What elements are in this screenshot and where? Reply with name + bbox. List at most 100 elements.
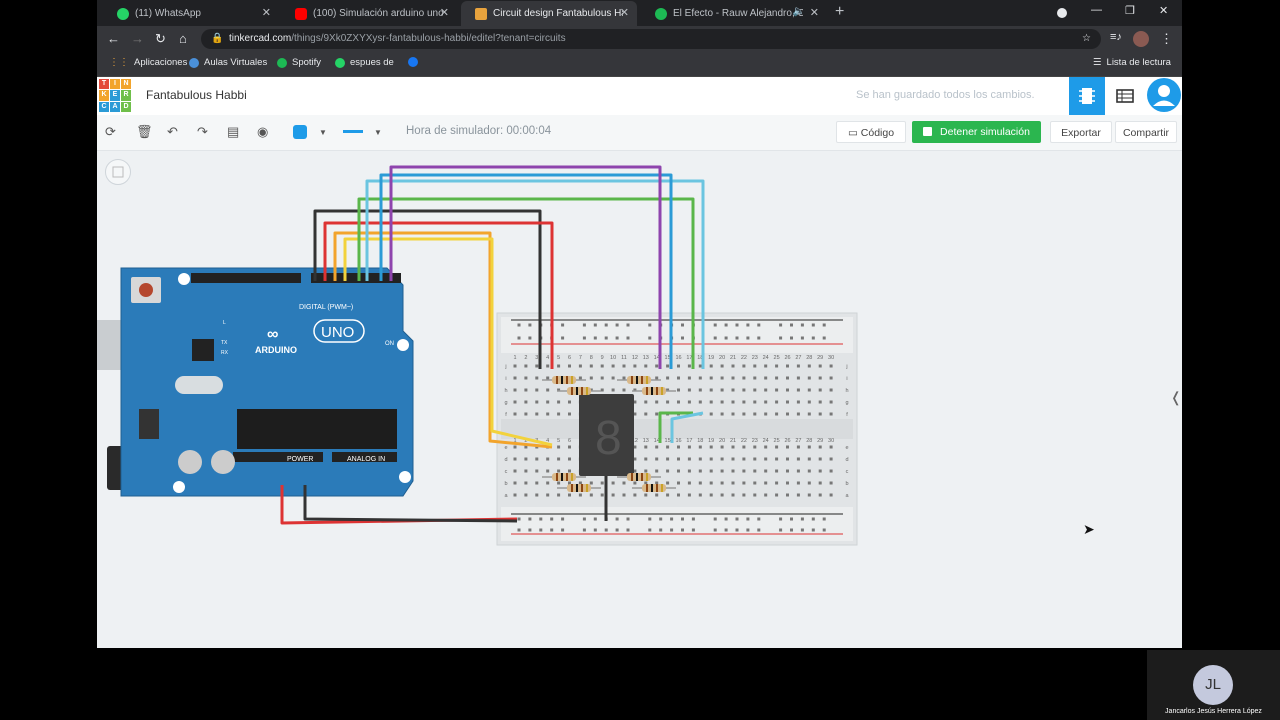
minimize-icon[interactable]: — — [1091, 4, 1102, 16]
resistor[interactable] — [542, 473, 586, 481]
resistor[interactable] — [617, 473, 661, 481]
resistor[interactable] — [542, 376, 586, 384]
tinkercad-icon — [475, 7, 487, 20]
new-tab-button[interactable]: + — [835, 3, 845, 20]
bookmark-aulas[interactable]: Aulas Virtuales — [189, 57, 267, 68]
wire-style-picker[interactable] — [343, 130, 363, 133]
spotify-icon — [277, 57, 287, 68]
row-label: d — [845, 457, 848, 463]
undo-icon[interactable]: ↶ — [167, 124, 178, 139]
restore-icon[interactable]: ❐ — [1125, 5, 1135, 17]
forward-icon[interactable]: → — [131, 31, 144, 46]
component-list-button[interactable] — [1107, 77, 1143, 115]
led-tx-label: TX — [221, 340, 228, 346]
tab-whatsapp[interactable]: (11) WhatsApp ✕ — [103, 1, 279, 26]
home-icon[interactable]: ⌂ — [179, 31, 187, 46]
project-name[interactable]: Fantabulous Habbi — [146, 88, 247, 102]
column-label: 26 — [784, 438, 790, 444]
profile-avatar[interactable] — [1133, 31, 1149, 47]
chevron-down-icon[interactable]: ▼ — [319, 128, 327, 137]
reading-list-icon: ☰ — [1093, 57, 1102, 68]
reload-icon[interactable]: ↻ — [155, 31, 166, 46]
user-icon — [1147, 78, 1181, 112]
row-label: c — [846, 469, 849, 475]
close-icon[interactable]: ✕ — [809, 7, 819, 19]
column-label: 27 — [795, 355, 801, 361]
eye-icon[interactable]: ◉ — [257, 124, 269, 139]
tab-youtube[interactable]: (100) Simulación arduino uno co ✕ — [281, 1, 457, 26]
circuit-canvas[interactable]: ❬ 11223344556677889910101111121213131414… — [97, 151, 1182, 648]
fit-view-icon — [112, 166, 124, 178]
bookmark-facebook[interactable] — [408, 57, 423, 67]
circuit-view-button[interactable] — [1069, 77, 1105, 115]
seven-segment-display[interactable]: 8 — [579, 394, 634, 476]
export-button[interactable]: Exportar — [1050, 121, 1112, 143]
resistor[interactable] — [617, 376, 661, 384]
user-avatar[interactable] — [1146, 77, 1182, 115]
row-label: b — [504, 481, 507, 487]
whatsapp-icon — [335, 57, 345, 68]
tab-tinkercad[interactable]: Circuit design Fantabulous Habb ✕ — [461, 1, 637, 26]
star-icon[interactable]: ☆ — [1082, 33, 1091, 44]
bookmark-spotify[interactable]: Spotify — [277, 57, 321, 68]
redo-icon[interactable]: ↷ — [197, 124, 208, 139]
column-label: 12 — [632, 438, 638, 444]
close-icon[interactable]: ✕ — [261, 7, 271, 19]
lock-icon[interactable]: 🔒 — [211, 33, 224, 44]
share-button[interactable]: Compartir — [1115, 121, 1177, 143]
stop-simulation-button[interactable]: Detener simulación — [912, 121, 1041, 143]
code-button[interactable]: ▭ Código — [836, 121, 906, 143]
window-close-icon[interactable]: ✕ — [1159, 5, 1169, 17]
collapse-panel-icon[interactable]: ❬ — [1170, 389, 1182, 405]
address-bar-row: ← → ↻ ⌂ 🔒 tinkercad.com/things/9Xk0ZXYXy… — [97, 26, 1182, 52]
bookmark-apps[interactable]: ⋮⋮ Aplicaciones — [109, 57, 188, 68]
note-icon[interactable]: ▤ — [227, 124, 240, 139]
whatsapp-icon — [117, 7, 129, 20]
bookmark-espues[interactable]: espues de — [335, 57, 394, 68]
breadboard-holes — [513, 323, 833, 532]
resistor[interactable] — [632, 387, 676, 395]
delete-icon[interactable]: 🗑 — [136, 124, 153, 139]
color-picker[interactable] — [293, 125, 307, 139]
resistor[interactable] — [632, 484, 676, 492]
zoom-to-fit-button[interactable] — [105, 159, 131, 185]
spotify-icon — [655, 7, 667, 20]
resistor[interactable] — [557, 387, 601, 395]
media-control-icon[interactable]: ≡♪ — [1110, 31, 1122, 43]
resistors[interactable] — [542, 376, 676, 492]
column-label: 24 — [763, 438, 769, 444]
column-label: 29 — [817, 355, 823, 361]
tinkercad-header: T I N K E R C A D Fantabulous Habbi Se h… — [97, 77, 1182, 116]
row-label: e — [504, 445, 507, 451]
reading-list[interactable]: ☰ Lista de lectura — [1093, 57, 1171, 68]
arduino-uno-board[interactable]: ∞ ARDUINO UNO DIGITAL (PWM~) POWER ANALO… — [97, 267, 414, 497]
tab-spotify[interactable]: El Efecto - Rauw Alejandro, C 🔈 ✕ — [641, 1, 827, 26]
column-label: 19 — [708, 355, 714, 361]
row-label: e — [845, 445, 848, 451]
column-label: 13 — [643, 355, 649, 361]
more-menu-icon[interactable]: ⋮ — [1160, 31, 1173, 46]
close-icon[interactable]: ✕ — [619, 7, 629, 19]
resistor[interactable] — [557, 484, 601, 492]
close-icon[interactable]: ✕ — [439, 7, 449, 19]
save-status: Se han guardado todos los cambios. — [856, 89, 1035, 101]
url-field[interactable]: 🔒 tinkercad.com/things/9Xk0ZXYXysr-fanta… — [201, 29, 1101, 49]
column-label: 5 — [557, 438, 560, 444]
column-label: 11 — [621, 355, 627, 361]
speaker-icon[interactable]: 🔈 — [792, 6, 805, 17]
column-label: 24 — [763, 355, 769, 361]
participant-avatar: JL — [1193, 665, 1233, 705]
back-icon[interactable]: ← — [107, 31, 120, 46]
wires[interactable] — [280, 165, 705, 525]
column-label: 6 — [568, 438, 571, 444]
analog-label: ANALOG IN — [347, 456, 385, 463]
profile-menu-icon[interactable] — [1057, 8, 1067, 18]
column-label: 27 — [795, 438, 801, 444]
row-label: i — [505, 376, 506, 382]
editor-toolbar: ⟳ 🗑 ↶ ↷ ▤ ◉ ▼ ▼ Hora de simulador: 00:00… — [97, 115, 1182, 151]
tinkercad-logo[interactable]: T I N K E R C A D — [99, 79, 131, 112]
row-label: f — [846, 412, 848, 418]
rotate-icon[interactable]: ⟳ — [105, 124, 116, 139]
participant-name: Jancarlos Jesús Herrera López — [1165, 708, 1262, 715]
chevron-down-icon[interactable]: ▼ — [374, 128, 382, 137]
